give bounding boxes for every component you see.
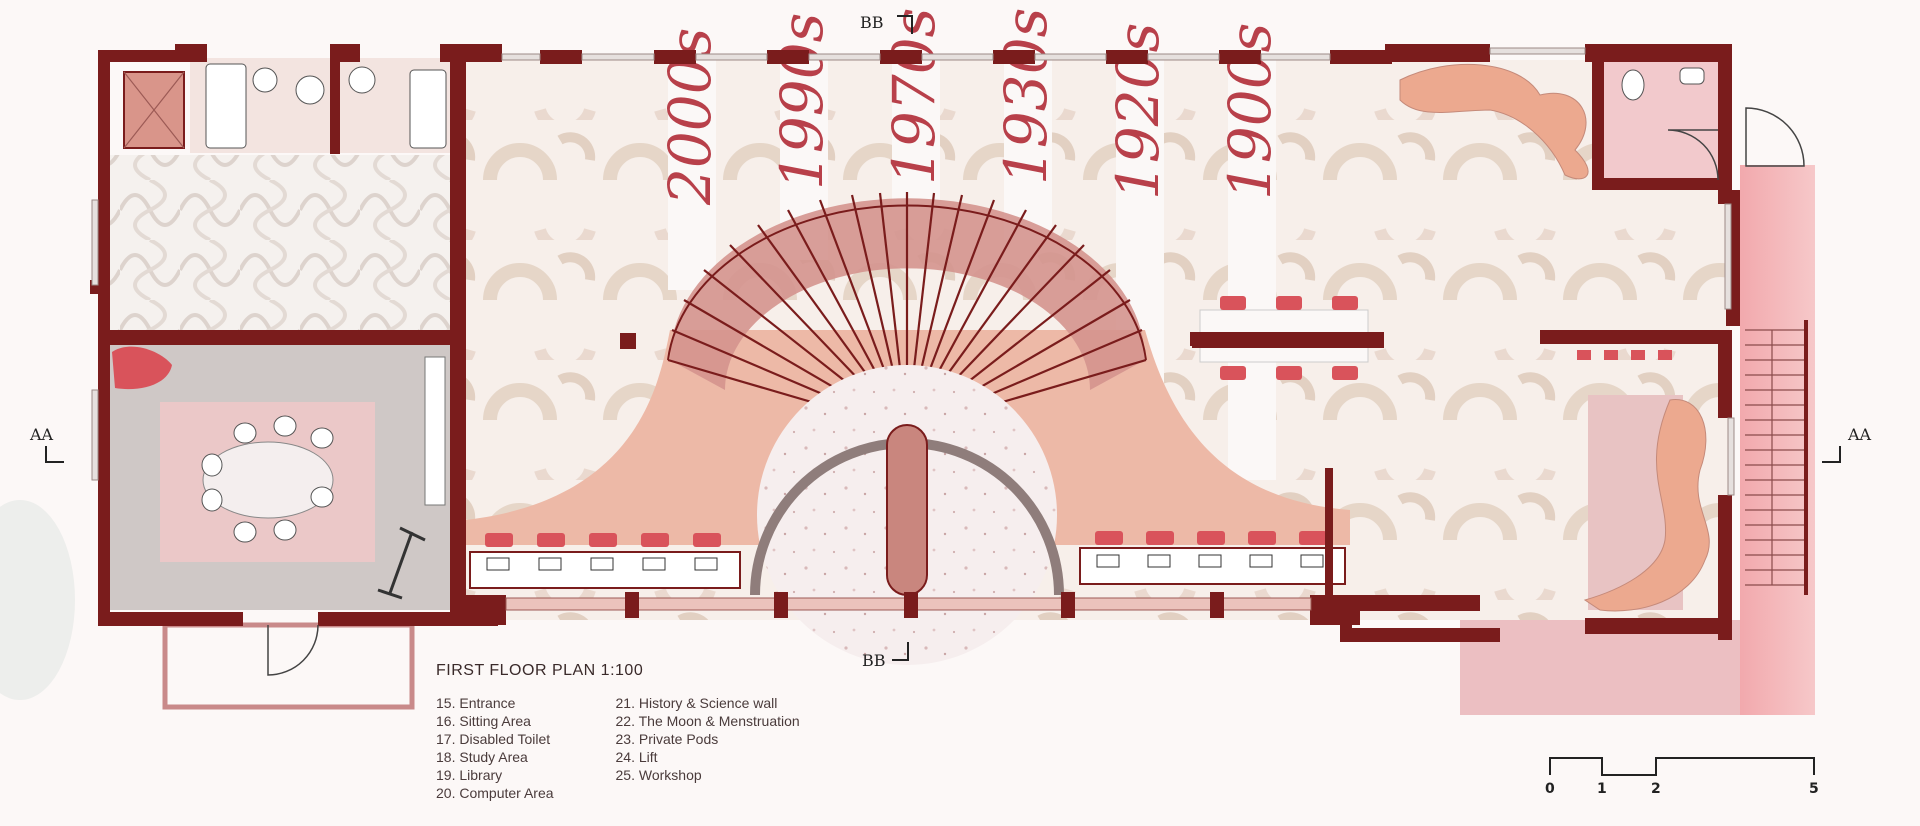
- section-label-top: BB: [860, 13, 884, 32]
- tree-foliage: [0, 500, 75, 700]
- section-marker-bottom: BB: [862, 642, 909, 670]
- study-chairs: [201, 415, 334, 543]
- toilet-fixture: [1621, 69, 1645, 101]
- computer-bench-right: [1079, 531, 1346, 585]
- moon-stem: [886, 424, 928, 596]
- section-label-left: AA: [29, 425, 54, 444]
- workshop-stools: [1577, 350, 1672, 360]
- timeline-label: 1900s: [1216, 23, 1284, 200]
- legend-item: 25. Workshop: [615, 767, 702, 783]
- legend-item: 24. Lift: [615, 749, 658, 765]
- legend-item: 22. The Moon & Menstruation: [615, 713, 800, 729]
- sink-fixture: [1679, 67, 1705, 85]
- scale-tick-label: 0: [1545, 781, 1555, 797]
- legend-item: 16. Sitting Area: [436, 713, 531, 729]
- legend-item: 20. Computer Area: [436, 785, 554, 801]
- legend-column-right: 21. History & Science wall 22. The Moon …: [616, 694, 800, 802]
- window-glazing: [91, 47, 1735, 496]
- easel: [377, 526, 426, 600]
- exit-door: [1745, 107, 1805, 167]
- scale-tick-label: 2: [1651, 781, 1661, 797]
- timeline-label: 1920s: [1104, 23, 1172, 200]
- legend-item: 23. Private Pods: [615, 731, 719, 747]
- toilet-room-floor: [1600, 58, 1725, 188]
- toilet-door: [1667, 129, 1719, 181]
- entrance-door: [267, 624, 319, 676]
- walls: [90, 44, 1740, 642]
- sitting-furniture: [205, 63, 447, 149]
- legend-item: 18. Study Area: [436, 749, 528, 765]
- stair-handrail: [1804, 320, 1808, 595]
- entrance-porch: [162, 622, 415, 710]
- legend-item: 21. History & Science wall: [615, 695, 778, 711]
- moon-fan: [670, 198, 1145, 390]
- scale-bar: [1549, 757, 1815, 776]
- timeline-label: 1970s: [880, 8, 948, 185]
- pod-seating-bottom: [1583, 399, 1710, 612]
- scale-tick-label: 1: [1597, 781, 1607, 797]
- fan-outline: [667, 204, 1147, 361]
- red-chair-corner: [112, 346, 172, 390]
- library-shelf: [424, 356, 446, 506]
- legend-item: 15. Entrance: [436, 695, 516, 711]
- section-marker-top: BB: [860, 13, 913, 34]
- study-table: [1192, 296, 1384, 380]
- window-mullions: [625, 592, 1224, 618]
- scale-tick-label: 5: [1809, 781, 1819, 797]
- legend-column-left: 15. Entrance 16. Sitting Area 17. Disabl…: [436, 694, 554, 802]
- section-label-bottom: BB: [862, 651, 886, 670]
- pod-seating-top: [1399, 63, 1589, 180]
- timeline-label: 1990s: [768, 13, 836, 190]
- section-marker-left: AA: [29, 425, 64, 463]
- timeline-label: 1930s: [992, 8, 1060, 185]
- section-label-right: AA: [1847, 425, 1872, 444]
- legend-item: 19. Library: [436, 767, 503, 783]
- sitting-room-floor: [110, 155, 450, 330]
- stair-treads: [1745, 329, 1808, 586]
- computer-bench-left: [469, 533, 741, 589]
- study-table-oval: [202, 441, 334, 519]
- plan-legend: FIRST FLOOR PLAN 1:100 15. Entrance 16. …: [436, 662, 800, 802]
- section-marker-right: AA: [1822, 425, 1872, 463]
- exterior-stair-zone: [1740, 165, 1815, 715]
- legend-item: 17. Disabled Toilet: [436, 731, 551, 747]
- plan-title: FIRST FLOOR PLAN 1:100: [436, 662, 644, 679]
